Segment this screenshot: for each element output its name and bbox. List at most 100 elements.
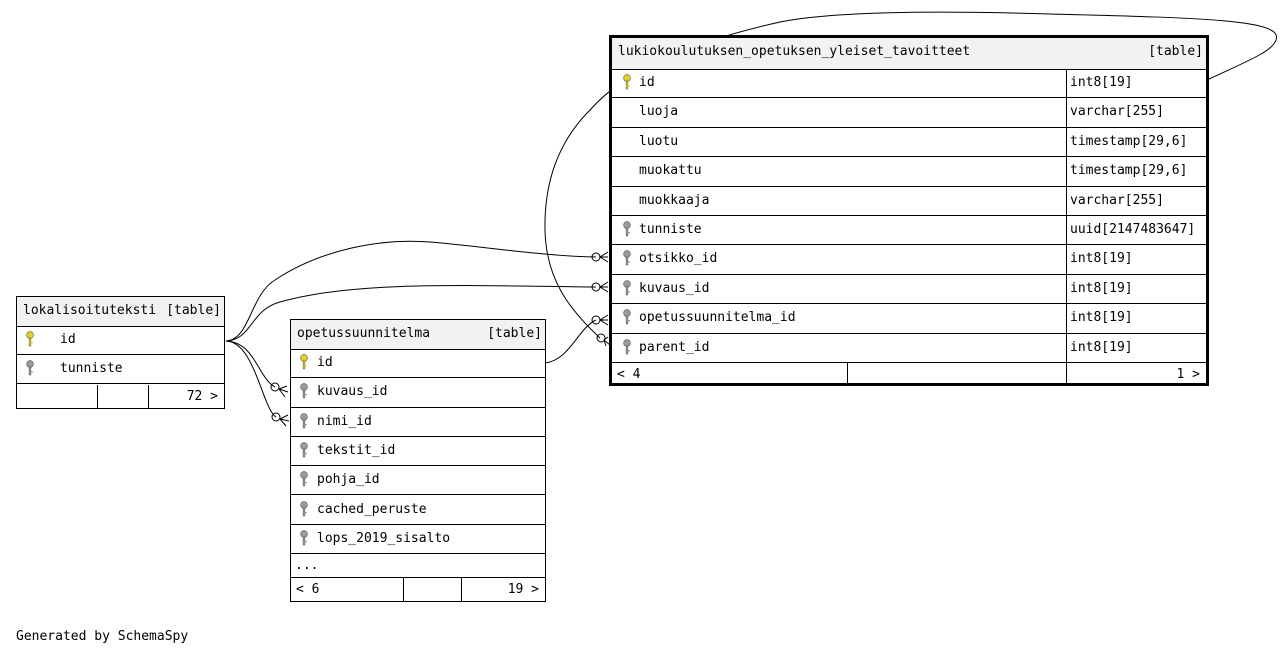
column-type: uuid[2147483647] xyxy=(1070,222,1196,237)
column-row[interactable]: otsikko_id int8[19] xyxy=(612,245,1206,275)
table-header: opetussuunnitelma [table] xyxy=(291,320,545,350)
column-name: tunniste xyxy=(60,361,123,376)
index-key-icon xyxy=(623,250,631,266)
column-name: luotu xyxy=(639,133,679,149)
index-key-icon xyxy=(300,530,308,546)
edge-parent-self xyxy=(544,11,1278,339)
generated-by-label: Generated by SchemaSpy xyxy=(16,629,189,644)
index-key-icon xyxy=(300,412,308,428)
table-lukio[interactable]: lukiokoulutuksen_opetuksen_yleiset_tavoi… xyxy=(609,35,1209,386)
column-row[interactable]: id int8[19] xyxy=(612,69,1206,99)
table-type: [table] xyxy=(166,303,221,318)
table-name: lokalisoituteksti xyxy=(23,303,157,318)
table-type: [table] xyxy=(1148,44,1203,59)
index-key-icon xyxy=(300,442,308,458)
more-indicator: ... xyxy=(295,558,319,573)
column-name: otsikko_id xyxy=(639,251,718,267)
column-row[interactable]: tekstit_id xyxy=(291,437,545,467)
column-type: timestamp[29,6] xyxy=(1070,163,1188,179)
edge-ops-kuvaus xyxy=(225,340,276,388)
column-type: int8[19] xyxy=(1070,339,1133,355)
column-row[interactable]: kuvaus_id int8[19] xyxy=(612,274,1206,305)
index-key-icon xyxy=(623,280,631,296)
table-type: [table] xyxy=(487,326,542,341)
column-type: int8[19] xyxy=(1070,280,1133,296)
column-row[interactable]: id xyxy=(291,349,545,379)
table-header: lukiokoulutuksen_opetuksen_yleiset_tavoi… xyxy=(612,38,1206,70)
column-name: id xyxy=(639,75,655,90)
column-name: id xyxy=(317,355,333,370)
parents-count[interactable]: < 6 xyxy=(296,582,320,597)
column-divider xyxy=(1066,216,1067,245)
more-columns: ... xyxy=(291,554,545,578)
column-divider xyxy=(1066,157,1067,186)
column-divider xyxy=(1066,69,1067,98)
column-divider xyxy=(1066,304,1067,333)
index-key-icon xyxy=(300,383,308,399)
column-name: tekstit_id xyxy=(317,442,396,458)
edge-kuvaus xyxy=(225,285,597,342)
column-row[interactable]: nimi_id xyxy=(291,408,545,437)
primary-key-icon xyxy=(623,74,631,90)
edge-ops-nimi xyxy=(225,340,277,418)
column-row[interactable]: cached_peruste xyxy=(291,496,545,525)
index-key-icon xyxy=(623,221,631,237)
column-type: int8[19] xyxy=(1070,251,1133,267)
parents-count[interactable]: < 4 xyxy=(617,367,641,382)
table-header: lokalisoituteksti [table] xyxy=(17,297,224,327)
footer-divider xyxy=(847,363,848,383)
column-row[interactable]: tunniste xyxy=(17,355,224,384)
column-name: cached_peruste xyxy=(317,501,427,517)
column-row[interactable]: luoja varchar[255] xyxy=(612,98,1206,128)
footer-divider xyxy=(461,578,462,601)
column-type: int8[19] xyxy=(1070,310,1133,326)
table-footer: 72 > xyxy=(17,385,224,408)
index-key-icon xyxy=(300,500,308,516)
column-name: opetussuunnitelma_id xyxy=(639,310,796,326)
column-divider xyxy=(1066,333,1067,362)
column-name: luoja xyxy=(639,104,679,120)
column-name: tunniste xyxy=(639,222,702,237)
table-name: opetussuunnitelma xyxy=(297,326,431,341)
footer-divider xyxy=(1066,363,1067,383)
footer-divider xyxy=(403,578,404,601)
column-row[interactable]: pohja_id xyxy=(291,466,545,496)
table-footer: < 6 19 > xyxy=(291,578,545,601)
table-footer: < 4 1 > xyxy=(612,363,1206,383)
column-divider xyxy=(1066,274,1067,304)
column-name: id xyxy=(60,332,76,347)
column-divider xyxy=(1066,245,1067,274)
children-count[interactable]: 72 > xyxy=(186,389,218,404)
column-type: varchar[255] xyxy=(1070,104,1164,120)
footer-divider xyxy=(97,385,98,408)
column-name: kuvaus_id xyxy=(317,384,388,400)
column-row[interactable]: opetussuunnitelma_id int8[19] xyxy=(612,304,1206,334)
column-row[interactable]: parent_id int8[19] xyxy=(612,333,1206,363)
column-row[interactable]: id xyxy=(17,326,224,355)
column-row[interactable]: muokattu timestamp[29,6] xyxy=(612,157,1206,187)
column-name: pohja_id xyxy=(317,472,380,488)
edge-ops-id xyxy=(544,319,597,364)
table-lokalisoituteksti[interactable]: lokalisoituteksti [table] id tunniste 72 … xyxy=(16,296,225,409)
children-count[interactable]: 1 > xyxy=(1176,367,1200,382)
column-divider xyxy=(1066,186,1067,215)
footer-divider xyxy=(148,385,149,408)
table-name: lukiokoulutuksen_opetuksen_yleiset_tavoi… xyxy=(618,44,971,59)
children-count[interactable]: 19 > xyxy=(507,582,539,597)
primary-key-icon xyxy=(300,354,308,370)
column-row[interactable]: kuvaus_id xyxy=(291,378,545,408)
column-name: muokattu xyxy=(639,163,702,179)
column-name: kuvaus_id xyxy=(639,280,710,296)
column-name: parent_id xyxy=(639,339,710,355)
column-name: lops_2019_sisalto xyxy=(317,530,451,546)
column-row[interactable]: lops_2019_sisalto xyxy=(291,525,545,555)
column-name: nimi_id xyxy=(317,413,372,429)
column-type: int8[19] xyxy=(1070,75,1133,90)
column-row[interactable]: tunniste uuid[2147483647] xyxy=(612,216,1206,246)
primary-key-icon xyxy=(26,331,34,347)
index-key-icon xyxy=(623,309,631,325)
